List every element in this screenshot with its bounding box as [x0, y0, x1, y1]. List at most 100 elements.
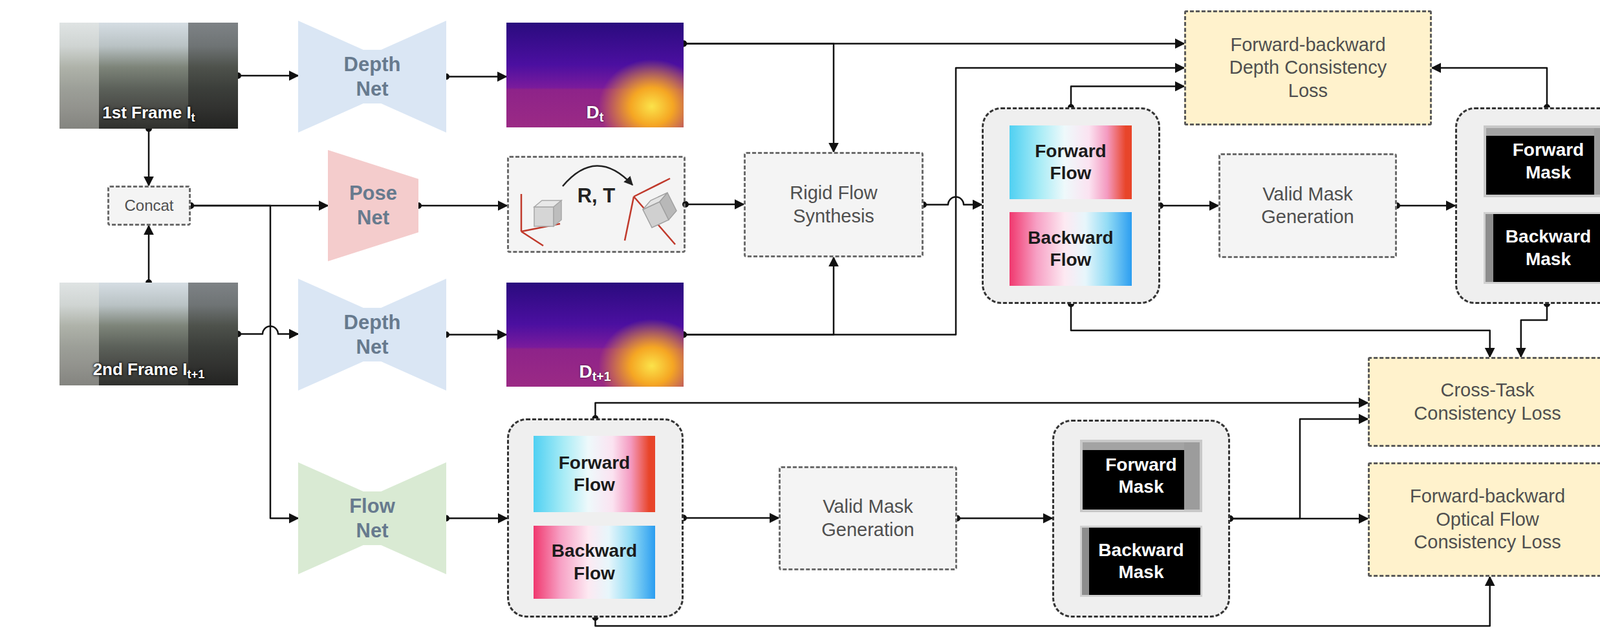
node-label: Backward Flow [545, 540, 643, 584]
connector [595, 402, 1369, 419]
node-label: Forward Flow [545, 452, 643, 497]
network-outline [298, 20, 447, 133]
input-frame: 1st Frame It [59, 22, 238, 129]
node-label: Forward-backward Depth Consistency Loss [1222, 33, 1394, 103]
flow-map: Backward Flow [1009, 212, 1132, 286]
output-group: Forward MaskBackward Mask [1455, 107, 1600, 304]
output-group: Forward FlowBackward Flow [507, 418, 684, 618]
mask-map: Backward Mask [1080, 525, 1203, 597]
loss-box: Forward-backward Depth Consistency Loss [1184, 10, 1432, 126]
subscript: t [599, 109, 605, 125]
connector [446, 517, 508, 520]
network-outline [298, 462, 447, 575]
node-label: Flow Net [336, 494, 409, 544]
node-label: Forward Mask [1092, 454, 1190, 498]
connector [446, 75, 507, 78]
axis [520, 194, 523, 232]
pose-box-fill [507, 155, 686, 253]
process-box: Rigid Flow Synthesis [743, 151, 924, 258]
process-box: Valid Mask Generation [1218, 153, 1397, 259]
node-label: Pose Net [337, 181, 409, 231]
flow-map: Backward Flow [533, 525, 656, 599]
connector [685, 203, 744, 206]
mask-map: Forward Mask [1483, 125, 1600, 198]
rotation-arrow [562, 165, 633, 187]
node-label: Cross-Task Consistency Loss [1402, 378, 1574, 425]
network-shape [298, 278, 447, 391]
network-outline [298, 278, 447, 391]
connector [683, 42, 1185, 45]
network-shape [327, 150, 419, 262]
process-box: Valid Mask Generation [778, 466, 958, 571]
connector [683, 67, 1185, 336]
node-label: Valid Mask Generation [1239, 183, 1376, 229]
network-shape [298, 20, 447, 133]
connector [1230, 419, 1368, 519]
cube-right [642, 192, 677, 228]
cube-face [659, 192, 677, 220]
connector [1396, 205, 1456, 207]
connector [957, 517, 1053, 520]
connector [1160, 205, 1219, 207]
node-label: Backward Flow [1022, 227, 1120, 271]
cube-left [534, 200, 562, 227]
loss-box: Cross-Task Consistency Loss [1367, 356, 1600, 447]
cube-face [534, 206, 554, 227]
connector [683, 257, 834, 336]
process-box: Concat [107, 185, 191, 226]
input-frame: 2nd Frame It+1 [59, 282, 238, 386]
connector [1431, 67, 1547, 108]
subscript: t [191, 111, 196, 125]
network-shape [298, 462, 447, 575]
connector [148, 225, 151, 283]
loss-box: Forward-backward Optical Flow Consistenc… [1367, 462, 1600, 577]
connector [237, 326, 299, 335]
node-label: Backward Mask [1092, 539, 1190, 584]
network-block: Depth Net [298, 20, 447, 133]
node-label: Dt+1 [578, 360, 611, 383]
connector [148, 128, 151, 186]
node-label: Valid Mask Generation [800, 495, 936, 542]
output-group: Forward MaskBackward Mask [1052, 419, 1231, 618]
mask-map: Forward Mask [1080, 439, 1203, 513]
node-label: Depth Net [336, 52, 409, 102]
network-block: Pose Net [327, 150, 419, 262]
connector [1521, 303, 1547, 357]
flow-map: Forward Flow [1009, 125, 1132, 200]
connector [1230, 518, 1368, 520]
output-group: Forward FlowBackward Flow [981, 107, 1161, 304]
network-block: Flow Net [298, 462, 447, 575]
connector [923, 197, 982, 206]
junction-dot [682, 201, 689, 208]
node-label: Forward-backward Optical Flow Consistenc… [1402, 485, 1574, 554]
connector [418, 205, 508, 207]
node-label: Forward Mask [1499, 139, 1597, 184]
axis [624, 196, 634, 241]
connector [446, 333, 507, 336]
node-label: 1st Frame It [102, 102, 195, 124]
node-label: R, T [577, 183, 616, 209]
pose-box: R, T [507, 155, 686, 253]
mask-map: Backward Mask [1483, 212, 1600, 284]
network-outline [327, 150, 419, 262]
node-label: Depth Net [336, 310, 409, 360]
node-label: Rigid Flow Synthesis [765, 181, 902, 228]
connector [683, 517, 779, 520]
node-label: Forward Flow [1022, 140, 1120, 185]
depth-map: Dt+1 [506, 282, 684, 387]
axis [521, 231, 544, 246]
subscript: t+1 [592, 369, 612, 384]
subscript: t+1 [187, 367, 206, 381]
network-block: Depth Net [298, 278, 447, 391]
depth-map: Dt [506, 22, 684, 128]
node-label: Dt [586, 101, 605, 124]
flow-map: Forward Flow [533, 435, 656, 513]
connector [683, 43, 834, 152]
node-label: Backward Mask [1499, 225, 1597, 270]
connector [595, 576, 1491, 627]
connector [1070, 86, 1185, 108]
connector [1070, 303, 1491, 357]
node-label: Concat [124, 195, 174, 215]
cube-face [553, 200, 562, 227]
